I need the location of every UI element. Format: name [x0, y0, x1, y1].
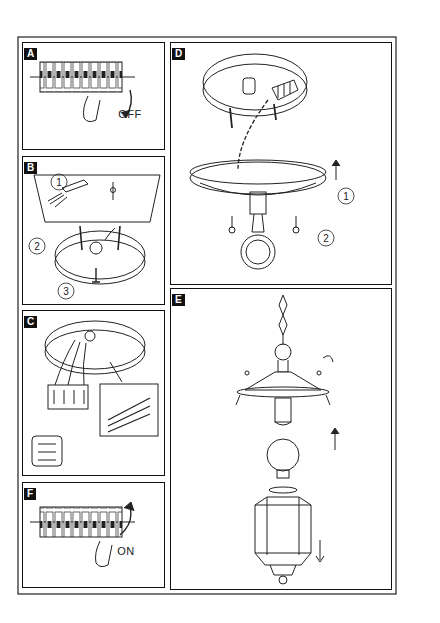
callout-number: 2	[323, 233, 329, 244]
switch-label: OFF	[118, 109, 142, 120]
canopy-assembly	[190, 54, 340, 269]
callout-number: 2	[34, 241, 40, 252]
step-panel: F	[22, 482, 165, 588]
switch-label: ON	[117, 546, 135, 557]
callout-circles	[29, 174, 354, 299]
panel-letter: C	[24, 316, 37, 328]
panel-letter: D	[172, 48, 185, 60]
panel-letter: F	[24, 488, 36, 500]
sheet-border	[18, 37, 396, 594]
callout-number: 1	[56, 177, 62, 188]
step-panel: D	[170, 42, 392, 285]
lantern-assembly	[236, 295, 339, 584]
wiring-terminal	[32, 321, 158, 466]
panel-letter: B	[24, 162, 37, 174]
breaker-on	[30, 502, 135, 567]
step-panel: E	[170, 288, 392, 590]
panel-letter: A	[24, 48, 37, 60]
step-panel: B	[22, 156, 165, 305]
step-panel: A	[22, 42, 165, 150]
panel-letter: E	[172, 294, 185, 306]
callout-number: 1	[343, 191, 349, 202]
step-panel: C	[22, 310, 165, 476]
callout-number: 3	[63, 286, 69, 297]
ceiling-plate-mounting	[34, 175, 160, 284]
